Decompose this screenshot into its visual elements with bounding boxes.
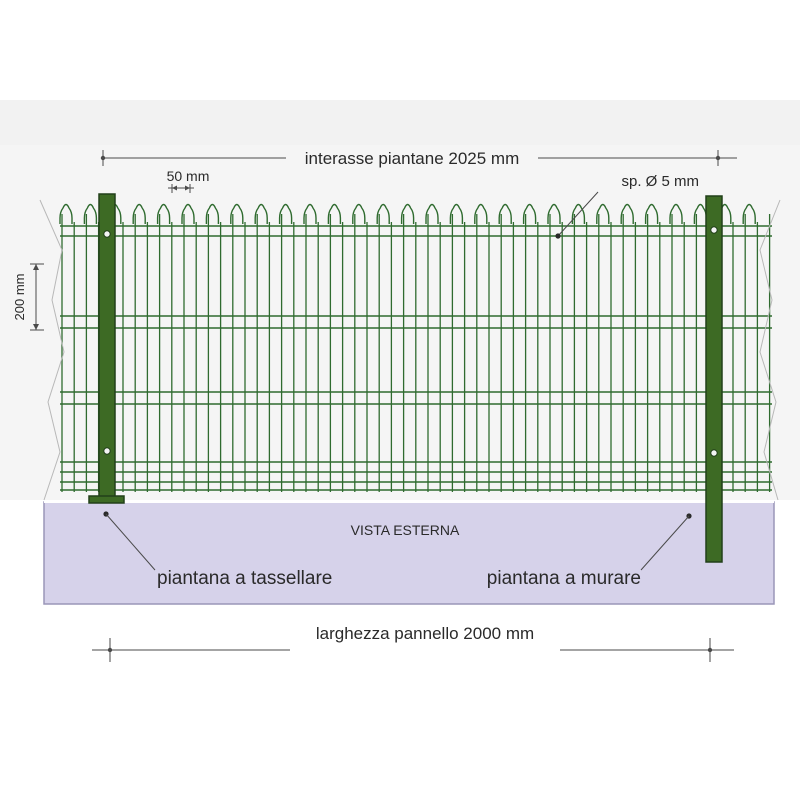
looped-top-finial: [669, 203, 683, 224]
wire-spacing-dimension: 50 mm: [167, 168, 210, 193]
looped-top-finial: [205, 203, 220, 224]
embedded-post-callout: piantana a murare: [487, 513, 692, 589]
looped-top-finial: [303, 203, 317, 224]
looped-top-finial: [596, 203, 610, 224]
embedded-post-label: piantana a murare: [487, 568, 641, 589]
right-break-edge: [759, 199, 781, 501]
wire-mesh-panel: [39, 199, 781, 501]
looped-top-finial: [376, 203, 390, 224]
mesh-height-label: 200 mm: [12, 274, 27, 321]
looped-top-finial: [547, 203, 561, 224]
looped-top-finial: [181, 203, 195, 224]
looped-top-finial: [352, 203, 366, 224]
looped-top-finial: [83, 203, 98, 224]
background-haze: [0, 100, 800, 500]
looped-top-finial: [644, 203, 659, 224]
bolted-post-label: piantana a tassellare: [157, 568, 332, 589]
panel-width-label: larghezza pannello 2000 mm: [316, 624, 534, 643]
looped-top-finial: [425, 203, 439, 224]
looped-top-finial: [449, 203, 464, 224]
embedded-post-shaft: [705, 195, 723, 563]
looped-top-finial: [278, 203, 293, 224]
looped-top-finial: [327, 203, 342, 224]
embedded-post-clamp-top: [710, 226, 718, 234]
looped-top-finial: [156, 203, 171, 224]
post-spacing-dimension: interasse piantane 2025 mm: [100, 149, 737, 168]
post-spacing-label: interasse piantane 2025 mm: [305, 149, 520, 168]
looped-top-finial: [620, 203, 634, 224]
looped-top-finial: [230, 203, 244, 224]
bolted-post-clamp-bottom: [103, 447, 111, 455]
bolted-post: [88, 193, 125, 504]
looped-top-finial: [522, 203, 537, 224]
embedded-post-clamp-bottom: [710, 449, 718, 457]
wire-diameter-callout: sp. Ø 5 mm: [555, 173, 699, 239]
looped-top-finial: [742, 203, 756, 224]
bolted-post-clamp-top: [103, 230, 111, 238]
looped-top-finial: [571, 203, 586, 224]
left-break-edge: [39, 199, 65, 501]
view-title: VISTA ESTERNA: [351, 522, 460, 538]
panel-width-dimension: larghezza pannello 2000 mm: [92, 624, 734, 662]
embedded-post: [705, 195, 723, 563]
looped-top-finial: [400, 203, 415, 224]
looped-top-finial: [132, 203, 146, 224]
wire-spacing-label: 50 mm: [167, 168, 210, 184]
looped-top-finial: [254, 203, 268, 224]
wall-base: [43, 501, 775, 605]
looped-top-finial: [498, 203, 512, 224]
bolted-post-callout: piantana a tassellare: [103, 511, 332, 589]
wire-diameter-label: sp. Ø 5 mm: [621, 173, 699, 190]
mesh-height-dimension: 200 mm: [12, 263, 44, 331]
looped-top-finial: [59, 203, 73, 224]
bolted-post-base-plate: [88, 495, 125, 504]
looped-top-finial: [474, 203, 488, 224]
